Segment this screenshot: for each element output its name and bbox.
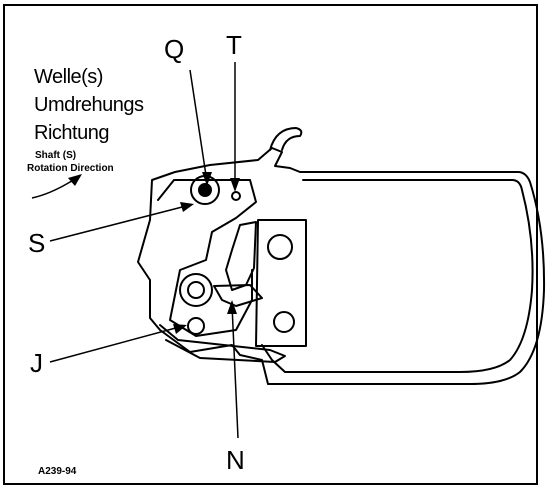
detent-lever <box>225 221 257 291</box>
pivot-j <box>187 317 205 335</box>
label-t: T <box>226 30 242 60</box>
latch-hook <box>269 127 303 151</box>
pivot-nut <box>179 273 213 307</box>
housing-flange <box>261 179 534 373</box>
bottom-plate <box>159 324 286 363</box>
s-leader <box>49 204 191 242</box>
diagram-frame <box>3 4 538 485</box>
n-leader <box>231 304 239 439</box>
label-s: S <box>28 228 46 258</box>
j-leader <box>49 325 184 363</box>
label-j: J <box>30 348 43 378</box>
label-english-shaft: Shaft (S) <box>35 150 77 161</box>
q-leader <box>189 69 208 183</box>
t-hole <box>231 191 241 201</box>
pawl <box>213 284 263 307</box>
label-german-shaft: Welle(s) <box>34 66 103 88</box>
inner-frame <box>157 179 257 337</box>
latch-housing <box>137 147 546 385</box>
label-english-direction: Rotation Direction <box>27 163 114 174</box>
right-plate-hole-bottom <box>273 311 295 333</box>
right-plate-hole-top <box>267 234 293 260</box>
right-plate <box>255 219 307 347</box>
label-n: N <box>226 445 245 475</box>
label-german-direction: Richtung <box>34 122 109 144</box>
figure-id: A239-94 <box>38 466 77 477</box>
label-q: Q <box>164 34 185 64</box>
label-german-rotation: Umdrehungs <box>34 94 144 116</box>
